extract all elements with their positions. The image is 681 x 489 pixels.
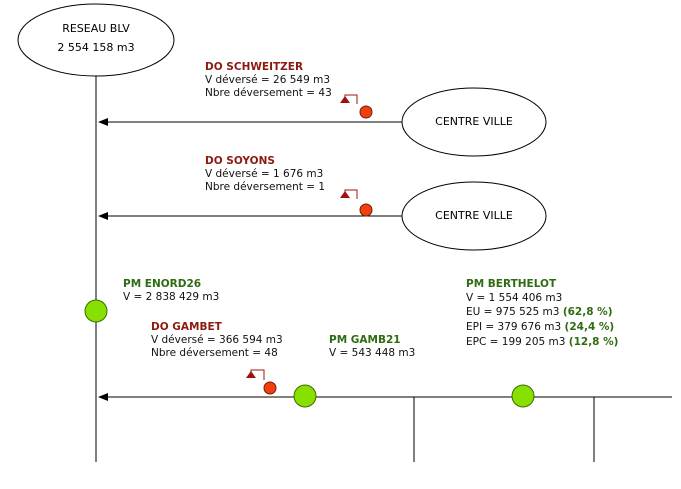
- overflow-point-gambet[interactable]: [263, 381, 277, 395]
- centre-ville-node-1[interactable]: [401, 87, 547, 157]
- alarm-flag-icon: [340, 94, 358, 104]
- pm-enord26-volume: V = 2 838 429 m3: [123, 291, 220, 303]
- do-schweitzer-volume: V déversé = 26 549 m3: [205, 74, 331, 86]
- pm-berthelot-epi: EPI = 379 676 m3 (24,4 %): [466, 321, 614, 334]
- pm-berthelot-eu-value: EU = 975 525 m3: [466, 306, 560, 318]
- centre-ville-label-2: CENTRE VILLE: [435, 209, 513, 222]
- do-schweitzer-count: Nbre déversement = 43: [205, 87, 332, 99]
- do-soyons-count: Nbre déversement = 1: [205, 181, 326, 193]
- centre-ville-label-1: CENTRE VILLE: [435, 115, 513, 128]
- do-soyons-title: DO SOYONS: [205, 155, 275, 167]
- pm-berthelot-eu-percent: (62,8 %): [562, 306, 613, 318]
- pm-berthelot-eu: EU = 975 525 m3 (62,8 %): [466, 306, 613, 319]
- do-gambet-title: DO GAMBET: [151, 321, 222, 333]
- alarm-flag-icon: [246, 369, 265, 380]
- pm-berthelot-volume: V = 1 554 406 m3: [466, 292, 563, 304]
- pm-berthelot-title: PM BERTHELOT: [466, 278, 557, 290]
- measure-point-enord26[interactable]: [84, 299, 108, 323]
- source-node-ellipse[interactable]: [17, 3, 175, 77]
- pm-berthelot-epc-value: EPC = 199 205 m3: [466, 336, 566, 348]
- overflow-point-schweitzer[interactable]: [359, 105, 373, 119]
- pm-berthelot-epi-percent: (24,4 %): [564, 321, 615, 333]
- alarm-flag-icon: [340, 189, 358, 199]
- centre-ville-node-2[interactable]: [401, 181, 547, 251]
- do-gambet-volume: V déversé = 366 594 m3: [151, 334, 283, 346]
- source-volume: 2 554 158 m3: [57, 41, 135, 54]
- measure-point-gamb21[interactable]: [293, 384, 317, 408]
- pm-berthelot-epc-percent: (12,8 %): [568, 336, 619, 348]
- do-schweitzer-title: DO SCHWEITZER: [205, 61, 304, 73]
- source-name: RESEAU BLV: [62, 22, 130, 35]
- pm-berthelot-epi-value: EPI = 379 676 m3: [466, 321, 562, 333]
- do-soyons-volume: V déversé = 1 676 m3: [205, 168, 324, 180]
- pm-gamb21-volume: V = 543 448 m3: [329, 347, 416, 359]
- do-gambet-count: Nbre déversement = 48: [151, 347, 278, 359]
- pm-berthelot-epc: EPC = 199 205 m3 (12,8 %): [466, 336, 618, 349]
- pm-gamb21-title: PM GAMB21: [329, 334, 401, 346]
- measure-point-berthelot[interactable]: [511, 384, 535, 408]
- pm-enord26-title: PM ENORD26: [123, 278, 202, 290]
- overflow-point-soyons[interactable]: [359, 203, 373, 217]
